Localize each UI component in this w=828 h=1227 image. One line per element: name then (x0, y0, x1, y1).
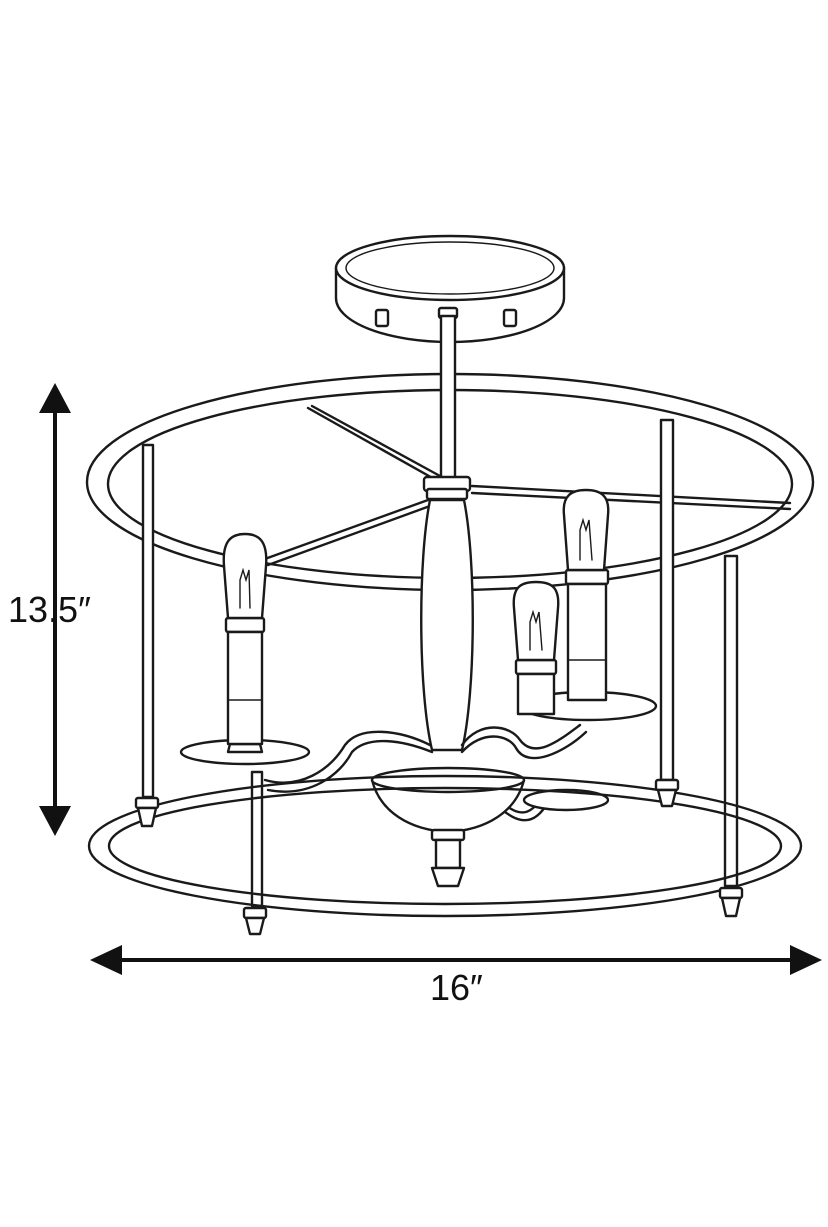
foot-right-front (718, 886, 744, 918)
height-dimension-arrow (39, 383, 71, 836)
foot-left-front (242, 906, 268, 936)
width-dimension-arrow (90, 945, 822, 975)
down-rod (437, 306, 459, 486)
foot-left-back (134, 796, 160, 828)
height-dimension-label: 13.5″ (8, 589, 91, 630)
center-column (420, 475, 474, 752)
foot-right-back (654, 778, 680, 808)
ceiling-canopy (334, 234, 566, 344)
width-dimension-label: 16″ (430, 967, 483, 1008)
bottom-ring (87, 774, 803, 936)
candle-right-front (512, 580, 610, 812)
candle-left (179, 532, 311, 766)
center-bowl (370, 766, 526, 888)
